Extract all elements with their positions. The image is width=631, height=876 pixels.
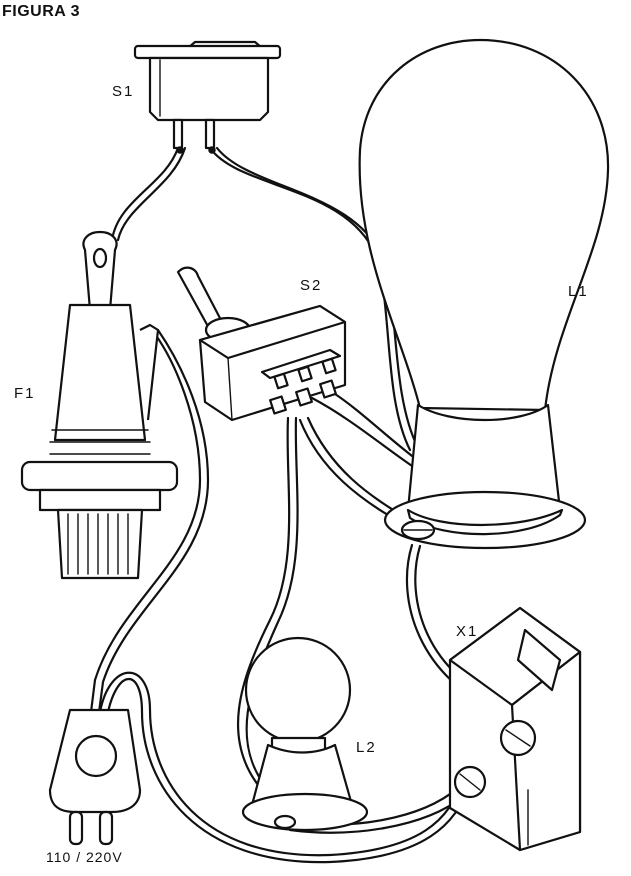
label-x1: X1 [456,623,478,640]
lamp-l1 [358,38,610,550]
label-l2: L2 [356,739,377,756]
label-s1: S1 [112,83,134,100]
outlet-x1 [448,606,582,852]
power-plug [48,708,142,846]
label-l1: L1 [568,283,589,300]
switch-s2 [176,266,347,422]
label-s2: S2 [300,277,322,294]
label-f1: F1 [14,385,36,402]
fuse-holder-f1 [20,230,179,580]
switch-s1 [133,40,282,154]
figure-title: FIGURA 3 [2,3,80,20]
lamp-l2 [241,636,369,832]
label-plug-voltage: 110 / 220V [46,849,123,865]
